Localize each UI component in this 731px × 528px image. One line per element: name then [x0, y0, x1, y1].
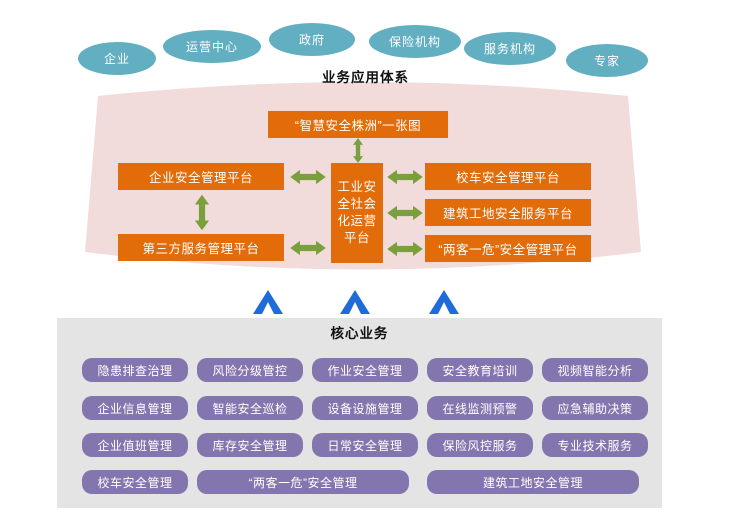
pill-operation-safety: 作业安全管理 — [312, 358, 418, 382]
up-arrow-icon — [429, 290, 459, 314]
double-arrow-horizontal-icon — [386, 241, 424, 257]
school-bus-platform-box: 校车安全管理平台 — [425, 163, 591, 190]
smart-safety-map-box: “智慧安全株洲”一张图 — [268, 111, 448, 138]
double-arrow-vertical-icon — [194, 192, 210, 233]
oval-service-agency: 服务机构 — [464, 32, 556, 65]
pill-school-bus-safety: 校车安全管理 — [82, 470, 188, 494]
double-arrow-horizontal-icon — [289, 240, 327, 256]
oval-enterprise: 企业 — [78, 42, 156, 75]
pill-video-analysis: 视频智能分析 — [542, 358, 648, 382]
pill-daily-safety: 日常安全管理 — [312, 433, 418, 457]
oval-operation-center-label: 运营中心 — [185, 40, 238, 54]
oval-government-label: 政府 — [298, 33, 325, 47]
pill-professional-tech: 专业技术服务 — [542, 433, 648, 457]
construction-site-platform-box: 建筑工地安全服务平台 — [425, 199, 591, 226]
industrial-safety-platform-box: 工业安全社会化运营平台 — [331, 163, 383, 263]
pill-two-passenger-one-hazard: “两客一危”安全管理 — [197, 470, 409, 494]
application-layer-title: 业务应用体系 — [322, 70, 409, 85]
pill-online-monitoring: 在线监测预警 — [427, 396, 533, 420]
oval-enterprise-label: 企业 — [103, 52, 130, 66]
pill-emergency-support: 应急辅助决策 — [542, 396, 648, 420]
pill-hidden-danger: 隐患排查治理 — [82, 358, 188, 382]
oval-expert-label: 专家 — [593, 54, 620, 68]
pill-risk-grading: 风险分级管控 — [197, 358, 303, 382]
enterprise-safety-platform-box: 企业安全管理平台 — [118, 163, 284, 190]
oval-operation-center: 运营中心 — [163, 30, 261, 63]
up-arrow-icon — [253, 290, 283, 314]
pill-equipment-mgmt: 设备设施管理 — [312, 396, 418, 420]
pill-construction-safety: 建筑工地安全管理 — [427, 470, 639, 494]
pill-enterprise-info: 企业信息管理 — [82, 396, 188, 420]
two-passenger-one-hazard-platform-box: “两客一危”安全管理平台 — [425, 235, 591, 262]
pill-duty-mgmt: 企业值班管理 — [82, 433, 188, 457]
pill-smart-inspection: 智能安全巡检 — [197, 396, 303, 420]
up-arrow-icon — [340, 290, 370, 314]
oval-insurance-agency: 保险机构 — [369, 25, 461, 58]
double-arrow-horizontal-icon — [289, 169, 327, 185]
double-arrow-vertical-icon — [350, 138, 366, 163]
oval-government: 政府 — [269, 23, 355, 56]
pill-safety-education: 安全教育培训 — [427, 358, 533, 382]
double-arrow-horizontal-icon — [386, 205, 424, 221]
oval-insurance-agency-label: 保险机构 — [388, 35, 441, 49]
pill-insurance-risk: 保险风控服务 — [427, 433, 533, 457]
double-arrow-horizontal-icon — [386, 169, 424, 185]
pill-inventory-safety: 库存安全管理 — [197, 433, 303, 457]
oval-expert: 专家 — [566, 44, 648, 77]
third-party-service-platform-box: 第三方服务管理平台 — [118, 234, 284, 261]
oval-service-agency-label: 服务机构 — [483, 42, 536, 56]
core-business-title: 核心业务 — [330, 326, 389, 341]
